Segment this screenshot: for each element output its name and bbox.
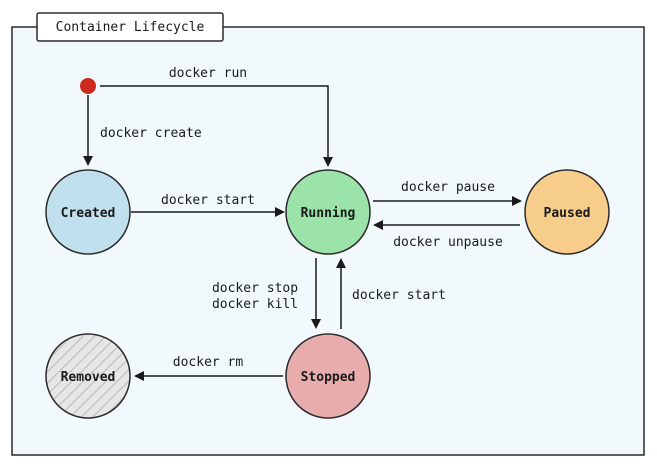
edge-label-docker-start: docker start	[161, 193, 255, 208]
state-stopped: Stopped	[285, 333, 371, 419]
state-label-paused: Paused	[544, 206, 591, 221]
edge-docker-run: docker run	[100, 66, 333, 167]
edge-docker-rm: docker rm	[134, 355, 283, 381]
edge-label-docker-kill: docker kill	[212, 297, 298, 312]
state-created: Created	[45, 169, 131, 255]
state-label-created: Created	[61, 206, 116, 221]
diagram-title: Container Lifecycle	[56, 20, 205, 35]
edge-label-docker-rm: docker rm	[173, 355, 244, 370]
edge-label-docker-restart: docker start	[352, 288, 446, 303]
edge-docker-start: docker start	[131, 193, 285, 217]
edge-label-docker-create: docker create	[100, 126, 202, 141]
edge-docker-unpause: docker unpause	[373, 220, 520, 250]
edge-docker-stop-kill: docker stop docker kill	[212, 258, 321, 329]
state-label-removed: Removed	[61, 370, 116, 385]
state-paused: Paused	[524, 169, 610, 255]
edge-label-docker-pause: docker pause	[401, 180, 495, 195]
state-running: Running	[285, 169, 371, 255]
state-label-running: Running	[301, 206, 356, 221]
state-removed: Removed	[45, 333, 131, 419]
edge-label-docker-stop: docker stop	[212, 281, 298, 296]
edge-docker-pause: docker pause	[373, 180, 522, 206]
title-tab: Container Lifecycle	[36, 12, 224, 42]
initial-state-dot	[80, 78, 96, 94]
edge-label-docker-run: docker run	[169, 66, 247, 81]
edge-docker-create: docker create	[83, 95, 202, 166]
state-label-stopped: Stopped	[301, 370, 356, 385]
edge-docker-restart: docker start	[336, 258, 446, 329]
edge-label-docker-unpause: docker unpause	[393, 235, 503, 250]
